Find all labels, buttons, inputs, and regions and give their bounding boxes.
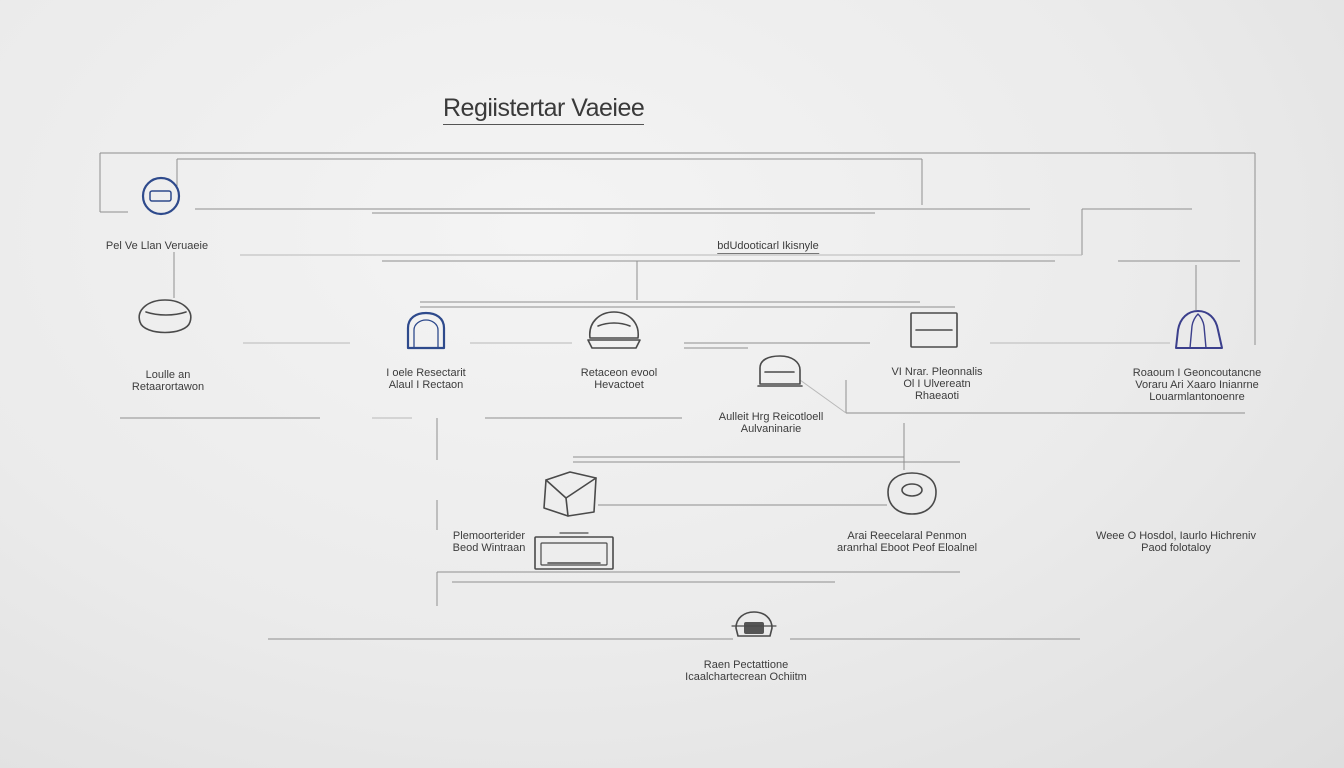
small-pod-icon [731,611,777,637]
node-label-n11: Raen Pectattione Icaalchartecrean Ochiit… [685,659,807,683]
hub-label: bdUdooticarl Ikisnyle [717,240,819,254]
node-label-n7: Roaoum I Geoncoutancne Voraru Ari Xaaro … [1132,367,1262,403]
node-label-n2: Loulle an Retaarortawon [131,369,205,393]
monitor-icon [910,312,958,348]
node-label-n6: VI Nrar. Pleonnalis Ol I Ulvereatn Rhaea… [891,366,983,402]
node-label-n1: Pel Ve Llan Veruaeie [105,240,209,252]
node-label-n8: Plemoorterider Beod Wintraan [452,530,526,554]
diagram-title: Regiistertar Vaeiee [443,94,645,125]
helmet-icon [406,311,446,350]
node-label-n3: I oele Resectarit Alaul I Rectaon [386,367,466,391]
pod-icon [757,355,803,387]
node-label-n9: Arai Reecelaral Penmon aranrhal Eboot Pe… [836,530,978,554]
dome-icon [587,311,641,349]
node-label-n4: Retaceon evool Hevactoet [580,367,658,391]
folded-box-icon [543,471,597,517]
node-label-n5: Aulleit Hrg Reicotloell Aulvaninarie [718,411,824,435]
connector-lines [99,152,1256,640]
shield-badge-icon [141,176,181,216]
tray-icon [534,532,614,570]
bell-tent-icon [1175,310,1223,349]
rounded-device-icon [887,472,937,515]
node-label-n10: Weee O Hosdol, Iaurlo Hichreniv Paod fol… [1096,530,1256,554]
cushion-icon [138,299,192,334]
